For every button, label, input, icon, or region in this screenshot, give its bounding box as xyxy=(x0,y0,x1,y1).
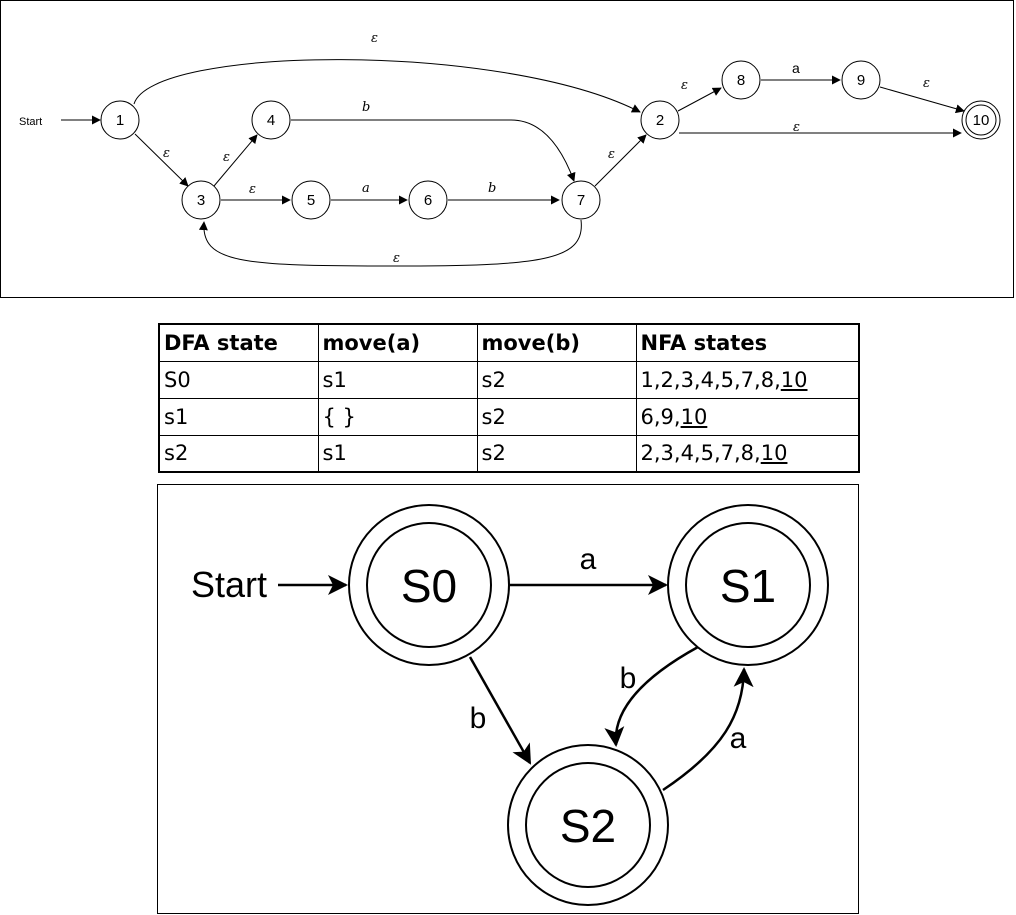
nfa-state-label: 10 xyxy=(973,112,990,129)
dfa-start-label: Start xyxy=(191,564,267,605)
nfa-edge-label-7-3: ε xyxy=(393,251,400,266)
nfa-edge-2-8 xyxy=(677,87,722,112)
accepting-state-underlined: 10 xyxy=(760,441,788,466)
nfa-diagram: Start ε ε ε ε b a b ε ε ε a ε ε 1 xyxy=(0,0,1014,298)
dfa-state-s2: S2 xyxy=(507,744,669,906)
dfa-edge-s0-s2 xyxy=(468,656,532,765)
dfa-edge-label-s1-s2: b xyxy=(620,662,637,695)
header-move-a: move(a) xyxy=(317,323,478,362)
cell-nfa-states: 2,3,4,5,7,8,10 xyxy=(635,434,860,473)
nfa-edge-9-10 xyxy=(879,86,965,114)
cell-dfa-state: s2 xyxy=(158,434,319,473)
cell-move-b: s2 xyxy=(476,397,637,436)
cell-move-a: { } xyxy=(317,397,478,436)
nfa-edge-label-8-9: a xyxy=(792,60,800,76)
nfa-edge-label-3-4: ε xyxy=(223,150,230,165)
nfa-state-7: 7 xyxy=(561,180,601,220)
nfa-state-1: 1 xyxy=(100,100,140,140)
dfa-edge-s1-s2 xyxy=(604,645,699,747)
nfa-state-8: 8 xyxy=(721,60,761,100)
nfa-start-label: Start xyxy=(19,116,42,128)
cell-move-a: s1 xyxy=(317,434,478,473)
nfa-state-label: 4 xyxy=(267,112,275,129)
dfa-graph: Start a b b a S0 S1 S2 xyxy=(191,504,829,906)
nfa-edge-7-2 xyxy=(594,134,647,187)
cell-move-b: s2 xyxy=(476,360,637,399)
nfa-edge-label-6-7: b xyxy=(488,181,496,196)
dfa-diagram: Start a b b a S0 S1 S2 xyxy=(157,484,859,914)
dfa-state-s0: S0 xyxy=(348,504,510,666)
nfa-edge-label-4-7: b xyxy=(362,100,370,115)
header-dfa-state: DFA state xyxy=(158,323,319,362)
table-header-row: DFA state move(a) move(b) NFA states xyxy=(158,323,860,362)
nfa-edge-4-7 xyxy=(291,119,576,182)
nfa-edge-1-3 xyxy=(134,133,189,187)
cell-move-a: s1 xyxy=(317,360,478,399)
cell-dfa-state: S0 xyxy=(158,360,319,399)
dfa-edge-s2-s1 xyxy=(662,667,754,792)
nfa-edge-label-2-10: ε xyxy=(793,120,800,135)
nfa-edge-1-2 xyxy=(133,59,641,113)
cell-dfa-state: s1 xyxy=(158,397,319,436)
nfa-state-label: 5 xyxy=(307,192,315,209)
nfa-edge-label-7-2: ε xyxy=(608,147,615,162)
nfa-edge-label-2-8: ε xyxy=(681,78,688,93)
cell-nfa-states: 6,9,10 xyxy=(635,397,860,436)
nfa-states-list: 1,2,3,4,5,7,8, xyxy=(640,367,781,392)
nfa-states-list: 6,9, xyxy=(640,404,681,429)
nfa-state-label: 9 xyxy=(857,72,865,89)
accepting-state-underlined: 10 xyxy=(680,404,708,429)
nfa-state-10-accepting: 10 xyxy=(961,100,1001,140)
dfa-transition-table: DFA state move(a) move(b) NFA states S0 … xyxy=(158,323,860,473)
nfa-state-label: 2 xyxy=(656,112,664,129)
nfa-edge-3-4 xyxy=(213,134,258,187)
header-nfa-states: NFA states xyxy=(635,323,860,362)
nfa-state-5: 5 xyxy=(291,180,331,220)
dfa-state-label: S2 xyxy=(560,800,616,852)
nfa-edge-label-1-2: ε xyxy=(371,31,378,46)
dfa-state-label: S1 xyxy=(720,560,776,612)
nfa-state-9: 9 xyxy=(841,60,881,100)
nfa-edge-label-5-6: a xyxy=(362,181,370,196)
dfa-state-s1: S1 xyxy=(667,504,829,666)
nfa-state-4: 4 xyxy=(251,100,291,140)
dfa-edge-label-s0-s1: a xyxy=(580,543,597,576)
nfa-state-label: 6 xyxy=(424,192,432,209)
nfa-edge-7-3 xyxy=(198,219,582,267)
nfa-states-list: 2,3,4,5,7,8, xyxy=(640,441,761,466)
nfa-state-label: 8 xyxy=(737,72,745,89)
nfa-state-label: 7 xyxy=(577,192,585,209)
nfa-state-3: 3 xyxy=(181,180,221,220)
nfa-state-label: 3 xyxy=(197,192,205,209)
accepting-state-underlined: 10 xyxy=(780,367,808,392)
nfa-edge-label-3-5: ε xyxy=(249,182,256,197)
nfa-state-6: 6 xyxy=(408,180,448,220)
cell-move-b: s2 xyxy=(476,434,637,473)
nfa-edge-label-9-10: ε xyxy=(923,76,930,91)
dfa-edge-label-s0-s2: b xyxy=(470,702,487,735)
dfa-state-label: S0 xyxy=(401,560,457,612)
cell-nfa-states: 1,2,3,4,5,7,8,10 xyxy=(635,360,860,399)
nfa-edge-label-1-3: ε xyxy=(163,146,170,161)
nfa-state-2: 2 xyxy=(640,100,680,140)
nfa-graph: Start ε ε ε ε b a b ε ε ε a ε ε 1 xyxy=(19,31,1001,267)
table-row: s2 s1 s2 2,3,4,5,7,8,10 xyxy=(158,434,860,473)
table-row: S0 s1 s2 1,2,3,4,5,7,8,10 xyxy=(158,360,860,399)
nfa-state-label: 1 xyxy=(116,112,124,129)
dfa-edge-label-s2-s1: a xyxy=(730,722,747,755)
table-row: s1 { } s2 6,9,10 xyxy=(158,397,860,436)
header-move-b: move(b) xyxy=(476,323,637,362)
